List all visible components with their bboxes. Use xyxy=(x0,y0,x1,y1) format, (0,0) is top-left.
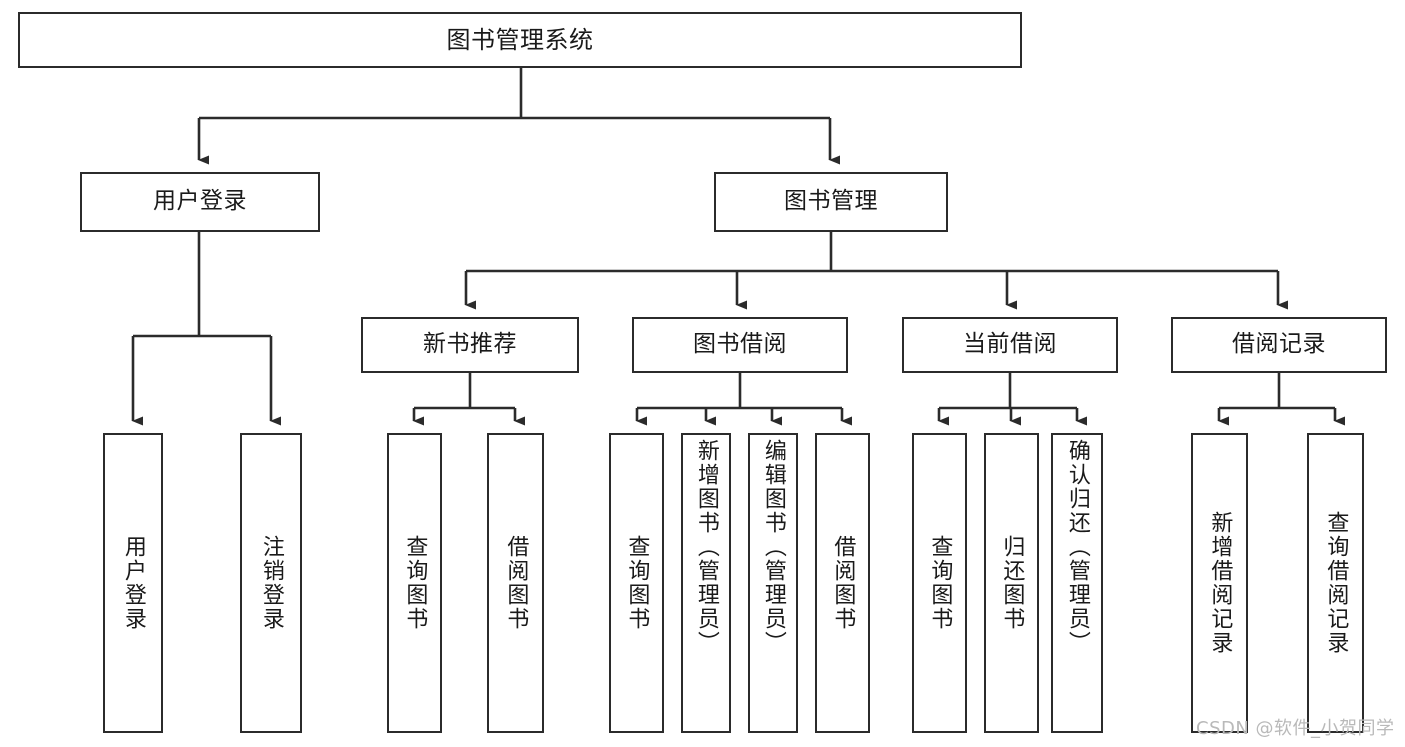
node-current-borrow[interactable]: 当前借阅 xyxy=(902,317,1118,373)
node-current-borrow-label: 当前借阅 xyxy=(963,331,1057,358)
leaf-add-borrow-record[interactable]: 新增借阅记录 xyxy=(1191,433,1248,733)
leaf-confirm-return-admin-label: 确认归还（管理员） xyxy=(1064,439,1090,655)
leaf-query-book-current[interactable]: 查询图书 xyxy=(912,433,967,733)
node-root-label: 图书管理系统 xyxy=(446,25,594,54)
node-user-login[interactable]: 用户登录 xyxy=(80,172,320,232)
leaf-borrow-book-label: 借阅图书 xyxy=(830,535,856,631)
leaf-query-borrow-record[interactable]: 查询借阅记录 xyxy=(1307,433,1364,733)
leaf-borrow-book-recommend-label: 借阅图书 xyxy=(503,535,529,631)
leaf-user-login-label: 用户登录 xyxy=(120,535,146,631)
node-root[interactable]: 图书管理系统 xyxy=(18,12,1022,68)
node-book-management[interactable]: 图书管理 xyxy=(714,172,948,232)
node-borrow-record[interactable]: 借阅记录 xyxy=(1171,317,1387,373)
node-new-book-recommend-label: 新书推荐 xyxy=(423,331,517,358)
leaf-query-borrow-record-label: 查询借阅记录 xyxy=(1323,511,1349,655)
node-borrow-record-label: 借阅记录 xyxy=(1232,331,1326,358)
leaf-add-borrow-record-label: 新增借阅记录 xyxy=(1207,511,1233,655)
leaf-edit-book-admin[interactable]: 编辑图书（管理员） xyxy=(748,433,798,733)
leaf-query-book-recommend[interactable]: 查询图书 xyxy=(387,433,442,733)
leaf-confirm-return-admin[interactable]: 确认归还（管理员） xyxy=(1051,433,1103,733)
leaf-borrow-book-recommend[interactable]: 借阅图书 xyxy=(487,433,544,733)
node-book-borrow[interactable]: 图书借阅 xyxy=(632,317,848,373)
leaf-return-book-label: 归还图书 xyxy=(999,535,1025,631)
leaf-add-book-admin[interactable]: 新增图书（管理员） xyxy=(681,433,731,733)
leaf-add-book-admin-label: 新增图书（管理员） xyxy=(693,439,719,655)
leaf-user-login[interactable]: 用户登录 xyxy=(103,433,163,733)
leaf-logout-login[interactable]: 注销登录 xyxy=(240,433,302,733)
csdn-watermark: CSDN @软件_小贺同学 xyxy=(1196,718,1395,739)
node-new-book-recommend[interactable]: 新书推荐 xyxy=(361,317,579,373)
node-book-borrow-label: 图书借阅 xyxy=(693,331,787,358)
leaf-query-book-current-label: 查询图书 xyxy=(927,535,953,631)
leaf-edit-book-admin-label: 编辑图书（管理员） xyxy=(760,439,786,655)
leaf-query-book-recommend-label: 查询图书 xyxy=(402,535,428,631)
node-user-login-label: 用户登录 xyxy=(153,188,247,215)
leaf-return-book[interactable]: 归还图书 xyxy=(984,433,1039,733)
node-book-management-label: 图书管理 xyxy=(784,188,878,215)
leaf-borrow-book[interactable]: 借阅图书 xyxy=(815,433,870,733)
leaf-query-book-borrow-label: 查询图书 xyxy=(624,535,650,631)
leaf-query-book-borrow[interactable]: 查询图书 xyxy=(609,433,664,733)
leaf-logout-login-label: 注销登录 xyxy=(258,535,284,631)
